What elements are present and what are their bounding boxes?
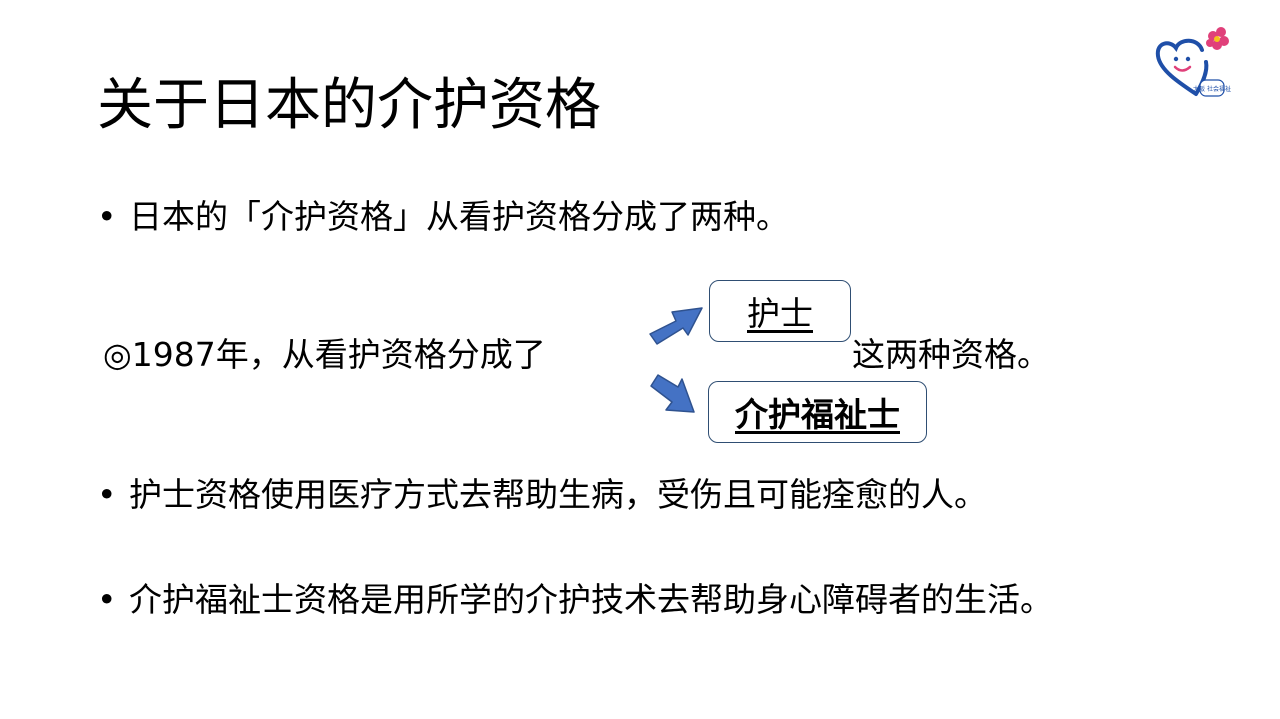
arrow-down-right-icon: [650, 374, 695, 413]
care-worker-label: 介护福祉士: [735, 395, 900, 434]
bullet-nurse: • 护士资格使用医疗方式去帮助生病，受伤且可能痊愈的人。: [97, 473, 987, 517]
bullet-intro: • 日本的「介护资格」从看护资格分成了两种。: [97, 195, 789, 239]
nurse-label: 护士: [747, 294, 813, 333]
bullet-intro-text: 日本的「介护资格」从看护资格分成了两种。: [129, 197, 789, 236]
slide-title: 关于日本的介护资格: [97, 73, 601, 138]
nurse-box: 护士: [709, 280, 851, 342]
heart-flower-logo: 大阪 社会福祉: [1155, 27, 1231, 97]
bullet-dot: •: [97, 580, 117, 619]
heart-icon: [1155, 38, 1209, 96]
care-worker-box: 介护福祉士: [708, 381, 927, 443]
arrow-up-right-icon: [649, 307, 703, 345]
bullet-nurse-text: 护士资格使用医疗方式去帮助生病，受伤且可能痊愈的人。: [129, 475, 987, 514]
split-line-suffix: 这两种资格。: [852, 335, 1050, 374]
logo-text: 大阪 社会福祉: [1193, 85, 1231, 93]
bullet-care-worker: • 介护福祉士资格是用所学的介护技术去帮助身心障碍者的生活。: [97, 578, 1053, 622]
bullet-care-worker-text: 介护福祉士资格是用所学的介护技术去帮助身心障碍者的生活。: [129, 580, 1053, 619]
bullet-dot: •: [97, 197, 117, 236]
bullet-dot: •: [97, 475, 117, 514]
split-line-prefix: ◎1987年，从看护资格分成了: [103, 335, 546, 374]
flower-icon: [1206, 27, 1229, 50]
